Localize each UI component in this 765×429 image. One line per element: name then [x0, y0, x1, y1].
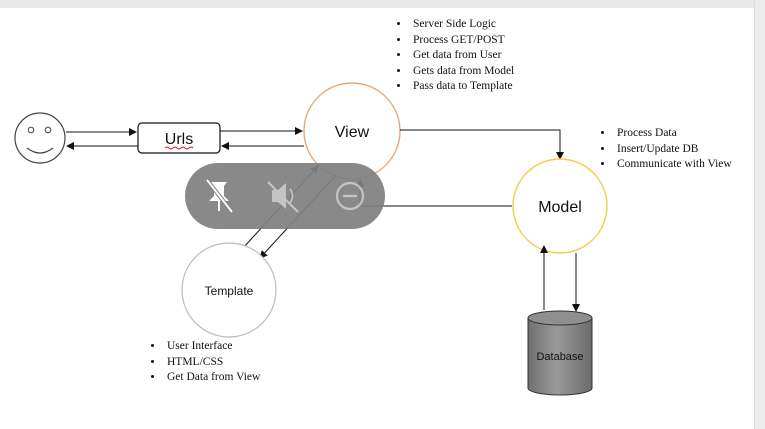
model-note-item: Communicate with View — [614, 157, 744, 173]
floating-toolbar — [185, 163, 385, 229]
model-label: Model — [538, 199, 582, 216]
unpin-icon[interactable] — [205, 178, 234, 214]
database-label: Database — [536, 351, 583, 363]
document-page: Urls View — [0, 8, 754, 429]
template-note-item: HTML/CSS — [164, 355, 324, 371]
view-note-item: Process GET/POST — [410, 33, 570, 49]
template-node: Template — [181, 242, 277, 338]
view-note-item: Server Side Logic — [410, 17, 570, 33]
mute-icon[interactable] — [267, 181, 299, 213]
template-note-item: User Interface — [164, 339, 324, 355]
view-label: View — [335, 124, 370, 141]
vertical-scrollbar[interactable] — [754, 0, 765, 429]
view-to-model-arrow — [400, 129, 564, 160]
view-notes-list: Server Side LogicProcess GET/POSTGet dat… — [392, 17, 570, 95]
view-note-item: Pass data to Template — [410, 79, 570, 95]
view-note-item: Get data from User — [410, 48, 570, 64]
minus-circle-icon[interactable] — [335, 181, 365, 211]
model-node: Model — [512, 158, 608, 254]
view-node: View — [303, 82, 401, 180]
template-label: Template — [205, 284, 254, 298]
model-note-item: Process Data — [614, 126, 744, 142]
model-note-item: Insert/Update DB — [614, 142, 744, 158]
template-notes-list: User InterfaceHTML/CSSGet Data from View — [146, 339, 324, 386]
spellcheck-underline — [164, 146, 194, 150]
urls-box: Urls — [137, 122, 221, 154]
model-notes-list: Process DataInsert/Update DBCommunicate … — [596, 126, 744, 173]
architecture-diagram: Urls View — [14, 82, 608, 396]
database-cylinder: Database — [527, 310, 593, 396]
view-note-item: Gets data from Model — [410, 64, 570, 80]
user-smiley-icon — [14, 112, 66, 164]
urls-label: Urls — [165, 131, 193, 148]
template-note-item: Get Data from View — [164, 370, 324, 386]
